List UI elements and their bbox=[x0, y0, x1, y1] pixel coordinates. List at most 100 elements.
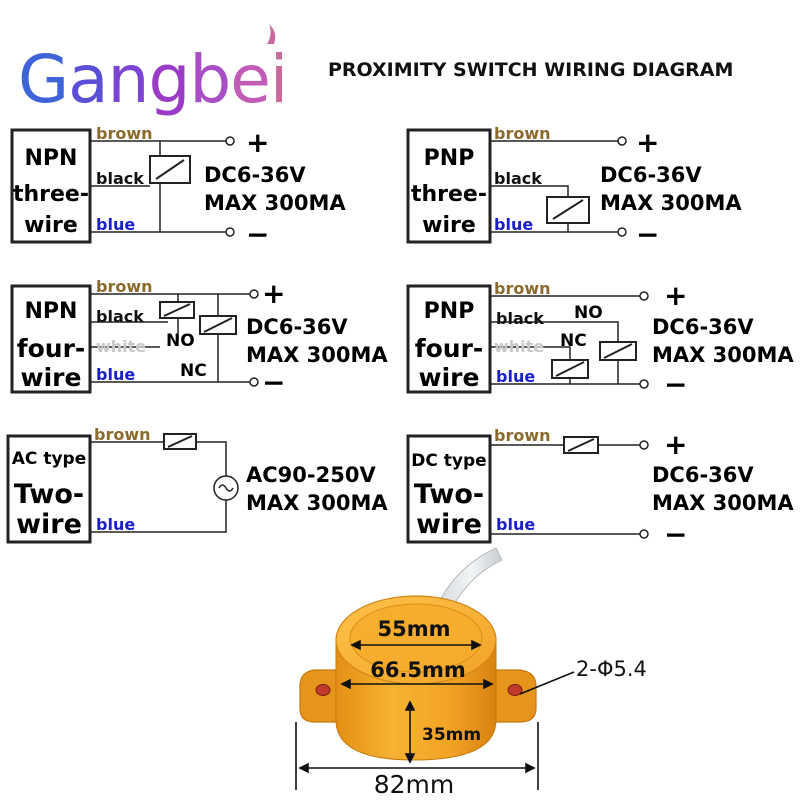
wire-brown-label: brown bbox=[494, 124, 551, 143]
rating-current: MAX 300MA bbox=[246, 491, 388, 515]
no-label: NO bbox=[574, 303, 603, 323]
type-line-2: Two- bbox=[414, 479, 484, 510]
type-line-1: DC type bbox=[411, 451, 486, 471]
type-box bbox=[406, 434, 492, 544]
terminal-plus bbox=[225, 136, 235, 146]
wiring-lines bbox=[90, 293, 250, 383]
rating-voltage: DC6-36V bbox=[600, 163, 702, 187]
panel-pnp-three-wire: PNP three- wire brown black blue + − DC6… bbox=[406, 124, 742, 251]
terminal-minus bbox=[617, 227, 627, 237]
terminal-minus bbox=[639, 379, 649, 389]
wire-blue-label: blue bbox=[496, 367, 535, 386]
rating-current: MAX 300MA bbox=[246, 343, 388, 367]
terminal-minus bbox=[639, 529, 649, 539]
plus-sign: + bbox=[246, 126, 269, 159]
type-line-3: wire bbox=[422, 213, 476, 238]
wiring-lines bbox=[90, 441, 227, 533]
type-line-3: wire bbox=[416, 509, 482, 540]
terminal-minus bbox=[249, 377, 259, 387]
type-line-1: PNP bbox=[424, 299, 475, 324]
logo-letter: n bbox=[108, 41, 149, 118]
nc-label: NC bbox=[180, 361, 207, 381]
type-line-1: AC type bbox=[12, 449, 86, 469]
wire-blue-label: blue bbox=[96, 515, 135, 534]
rating-voltage: DC6-36V bbox=[246, 315, 348, 339]
wire-brown-label: brown bbox=[94, 425, 151, 444]
wire-white-label: white bbox=[96, 337, 146, 356]
no-label: NO bbox=[166, 331, 195, 351]
wiring-lines bbox=[490, 295, 640, 385]
minus-sign: − bbox=[636, 218, 659, 251]
sensor-cable bbox=[439, 547, 503, 609]
svg-text:Gangbei: Gangbei bbox=[18, 41, 287, 118]
plus-sign: + bbox=[636, 126, 659, 159]
wire-blue-label: blue bbox=[96, 365, 135, 384]
minus-sign: − bbox=[262, 366, 285, 399]
wire-blue-label: blue bbox=[496, 515, 535, 534]
panel-dc-two-wire: DC type Two- wire brown blue + − DC6-36V… bbox=[406, 426, 794, 551]
type-line-3: wire bbox=[16, 509, 82, 540]
minus-sign: − bbox=[664, 368, 687, 401]
dim-mounting-holes: 2-Φ5.4 bbox=[576, 657, 647, 681]
minus-sign: − bbox=[664, 518, 687, 551]
type-line-2: three- bbox=[411, 182, 487, 207]
panel-npn-four-wire: NPN four- wire brown black white blue NO… bbox=[10, 277, 388, 399]
rating-current: MAX 300MA bbox=[600, 191, 742, 215]
nc-label: NC bbox=[560, 331, 587, 351]
type-box bbox=[406, 284, 492, 394]
wire-black-label: black bbox=[494, 169, 542, 188]
wire-blue-label: blue bbox=[494, 215, 533, 234]
type-line-2: Two- bbox=[14, 479, 84, 510]
type-line-2: four- bbox=[17, 334, 86, 363]
wire-black-label: black bbox=[96, 307, 144, 326]
type-line-3: wire bbox=[419, 363, 480, 392]
wire-white-label: white bbox=[494, 337, 544, 356]
wire-brown-label: brown bbox=[494, 426, 551, 445]
wiring-lines bbox=[490, 444, 640, 535]
panel-ac-two-wire: AC type Two- wire brown blue AC90-250V M… bbox=[6, 425, 388, 544]
logo-letter: G bbox=[18, 41, 68, 118]
rating-voltage: DC6-36V bbox=[652, 463, 754, 487]
plus-sign: + bbox=[664, 279, 687, 312]
wire-black-label: black bbox=[496, 309, 544, 328]
rating-voltage: AC90-250V bbox=[246, 463, 376, 487]
plus-sign: + bbox=[262, 277, 285, 310]
wire-black-label: black bbox=[96, 169, 144, 188]
terminal-plus bbox=[617, 136, 627, 146]
wire-blue-label: blue bbox=[96, 215, 135, 234]
rating-current: MAX 300MA bbox=[652, 491, 794, 515]
logo-letter: i bbox=[270, 41, 287, 118]
wiring-lines bbox=[490, 140, 618, 233]
type-box bbox=[6, 434, 92, 544]
dim-height: 35mm bbox=[422, 725, 481, 745]
panel-pnp-four-wire: PNP four- wire brown black white blue NO… bbox=[406, 279, 794, 401]
mounting-hole-right bbox=[507, 684, 523, 696]
terminal-plus bbox=[639, 440, 649, 450]
dimension-lines bbox=[295, 639, 575, 790]
type-line-3: wire bbox=[24, 213, 78, 238]
logo-letter: e bbox=[230, 41, 270, 118]
wiring-lines bbox=[90, 140, 226, 233]
type-box bbox=[10, 284, 92, 394]
terminal-minus bbox=[225, 227, 235, 237]
wire-brown-label: brown bbox=[96, 124, 153, 143]
type-line-2: three- bbox=[13, 182, 89, 207]
brand-logo: Gangbei bbox=[18, 24, 288, 118]
rating-current: MAX 300MA bbox=[204, 191, 346, 215]
diagram-title: PROXIMITY SWITCH WIRING DIAGRAM bbox=[328, 59, 733, 81]
logo-flame-icon bbox=[267, 24, 276, 44]
wire-brown-label: brown bbox=[96, 277, 153, 296]
dim-width: 82mm bbox=[374, 770, 455, 799]
type-line-1: PNP bbox=[424, 146, 475, 171]
minus-sign: − bbox=[246, 218, 269, 251]
type-line-3: wire bbox=[21, 363, 82, 392]
type-line-1: NPN bbox=[25, 299, 78, 324]
plus-sign: + bbox=[664, 428, 687, 461]
logo-letter: a bbox=[68, 41, 107, 118]
logo-letter: b bbox=[189, 41, 230, 118]
rating-voltage: DC6-36V bbox=[204, 163, 306, 187]
terminal-plus bbox=[249, 289, 259, 299]
sensor-product-illustration: 55mm 66.5mm 35mm 82mm 2-Φ5.4 bbox=[295, 547, 647, 799]
wire-brown-label: brown bbox=[494, 279, 551, 298]
